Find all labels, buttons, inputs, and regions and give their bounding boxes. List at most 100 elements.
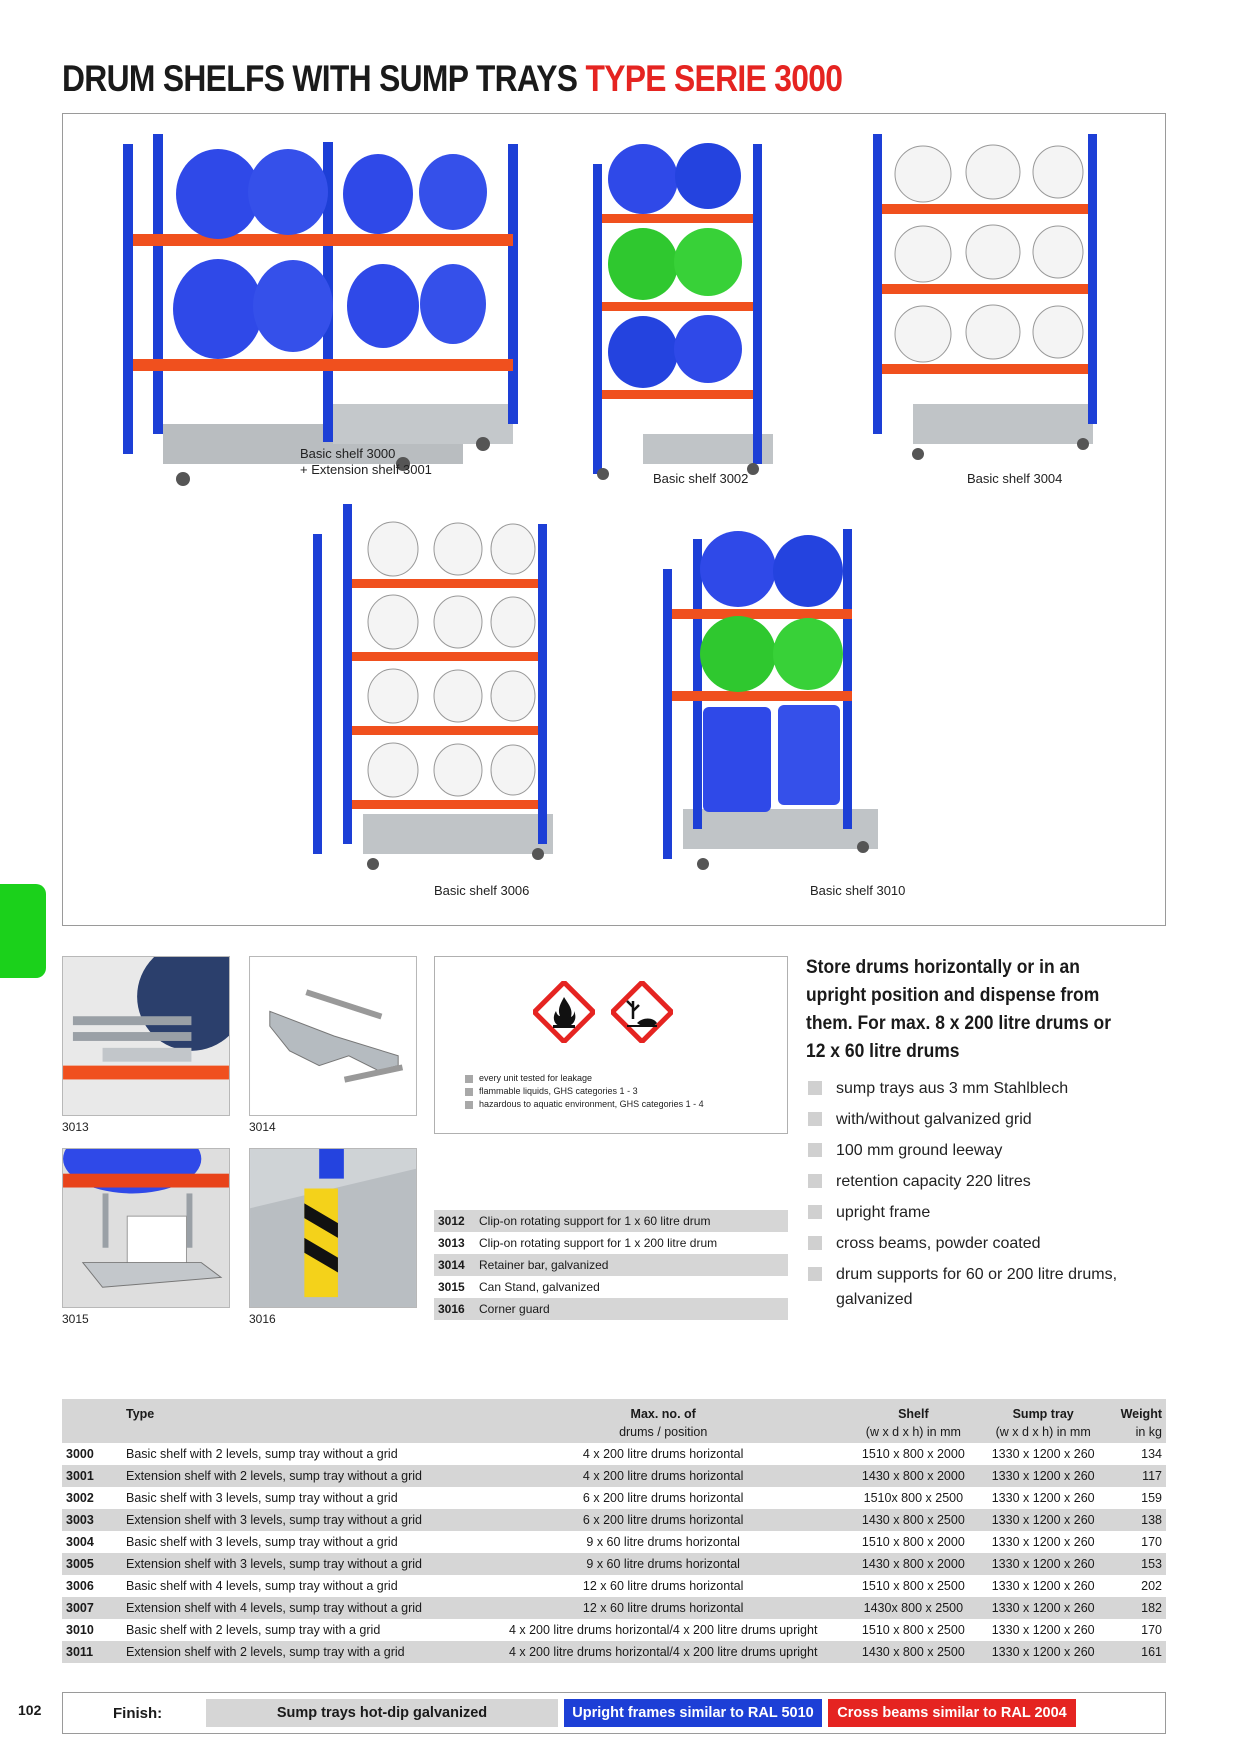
finish-label: Finish: bbox=[113, 1705, 163, 1722]
spec-type: Extension shelf with 4 levels, sump tray… bbox=[126, 1601, 422, 1615]
hazard-info-box: every unit tested for leakage flammable … bbox=[434, 956, 788, 1134]
spec-shelf: 1430 x 800 x 2000 bbox=[861, 1469, 965, 1483]
caption-shelf-3000-line1: Basic shelf 3000 bbox=[300, 446, 396, 461]
feature-item: retention capacity 220 litres bbox=[808, 1169, 1148, 1194]
spec-type: Extension shelf with 3 levels, sump tray… bbox=[126, 1557, 422, 1571]
hazard-notes-list: every unit tested for leakage flammable … bbox=[465, 1072, 704, 1111]
spec-code: 3002 bbox=[66, 1491, 94, 1505]
spec-code: 3007 bbox=[66, 1601, 94, 1615]
feature-item: upright frame bbox=[808, 1200, 1148, 1225]
spec-max: 9 x 60 litre drums horizontal bbox=[586, 1557, 740, 1571]
accessory-label-3016: 3016 bbox=[249, 1312, 276, 1326]
finish-beams: Cross beams similar to RAL 2004 bbox=[828, 1699, 1076, 1727]
header-weight: Weight bbox=[1120, 1407, 1162, 1421]
accessory-label-3014: 3014 bbox=[249, 1120, 276, 1134]
spec-max: 6 x 200 litre drums horizontal bbox=[582, 1513, 744, 1527]
subheader-sump: (w x d x h) in mm bbox=[995, 1425, 1091, 1439]
spec-type: Basic shelf with 4 levels, sump tray wit… bbox=[126, 1579, 398, 1593]
spec-shelf: 1430 x 800 x 2000 bbox=[861, 1557, 965, 1571]
spec-code: 3004 bbox=[66, 1535, 94, 1549]
spec-weight: 182 bbox=[1141, 1601, 1162, 1615]
shelf-3010-image bbox=[663, 529, 893, 879]
spec-max: 6 x 200 litre drums horizontal bbox=[582, 1491, 744, 1505]
spec-row: 3007 Extension shelf with 4 levels, sump … bbox=[62, 1597, 1166, 1619]
caption-shelf-3006: Basic shelf 3006 bbox=[434, 883, 530, 898]
subheader-weight: in kg bbox=[1135, 1425, 1162, 1439]
spec-sump: 1330 x 1200 x 260 bbox=[991, 1513, 1095, 1527]
caption-shelf-3010: Basic shelf 3010 bbox=[810, 883, 906, 898]
accessory-label-3013: 3013 bbox=[62, 1120, 89, 1134]
finish-frames: Upright frames similar to RAL 5010 bbox=[564, 1699, 822, 1727]
spec-type: Basic shelf with 3 levels, sump tray wit… bbox=[126, 1491, 398, 1505]
spec-max: 12 x 60 litre drums horizontal bbox=[582, 1601, 744, 1615]
accessory-code: 3013 bbox=[438, 1236, 465, 1250]
feature-item: drum supports for 60 or 200 litre drums,… bbox=[808, 1262, 1148, 1312]
spec-max: 4 x 200 litre drums horizontal bbox=[582, 1447, 744, 1461]
accessory-desc: Can Stand, galvanized bbox=[479, 1280, 600, 1294]
spec-type: Extension shelf with 2 levels, sump tray… bbox=[126, 1469, 422, 1483]
accessory-photo-3015 bbox=[62, 1148, 230, 1308]
accessory-photo-3013 bbox=[62, 956, 230, 1116]
spec-weight: 159 bbox=[1141, 1491, 1162, 1505]
spec-weight: 153 bbox=[1141, 1557, 1162, 1571]
caption-shelf-3002: Basic shelf 3002 bbox=[653, 471, 749, 486]
spec-sump: 1330 x 1200 x 260 bbox=[991, 1645, 1095, 1659]
spec-subheader-row: drums / position (w x d x h) in mm (w x … bbox=[62, 1421, 1166, 1443]
title-main: DRUM SHELFS WITH SUMP TRAYS bbox=[62, 58, 578, 99]
shelf-3004-image bbox=[873, 134, 1103, 474]
spec-type: Extension shelf with 2 levels, sump tray… bbox=[126, 1645, 405, 1659]
spec-sump: 1330 x 1200 x 260 bbox=[991, 1601, 1095, 1615]
page-title: DRUM SHELFS WITH SUMP TRAYS TYPE SERIE 3… bbox=[62, 58, 843, 100]
spec-type: Basic shelf with 3 levels, sump tray wit… bbox=[126, 1535, 398, 1549]
feature-item: sump trays aus 3 mm Stahlblech bbox=[808, 1076, 1148, 1101]
spec-shelf: 1430 x 800 x 2500 bbox=[861, 1513, 965, 1527]
caption-shelf-3000: Basic shelf 3000 + Extension shelf 3001 bbox=[300, 446, 432, 478]
shelf-3006-image bbox=[313, 504, 563, 884]
spec-shelf: 1510 x 800 x 2000 bbox=[861, 1535, 965, 1549]
header-sump: Sump tray bbox=[1012, 1407, 1074, 1421]
spec-shelf: 1510 x 800 x 2500 bbox=[861, 1623, 965, 1637]
spec-shelf: 1430x 800 x 2500 bbox=[863, 1601, 964, 1615]
spec-code: 3003 bbox=[66, 1513, 94, 1527]
spec-max: 12 x 60 litre drums horizontal bbox=[582, 1579, 744, 1593]
subheader-shelf: (w x d x h) in mm bbox=[865, 1425, 961, 1439]
caption-shelf-3000-line2: + Extension shelf 3001 bbox=[300, 462, 432, 477]
header-type: Type bbox=[126, 1407, 155, 1421]
spec-row: 3003 Extension shelf with 3 levels, sump … bbox=[62, 1509, 1166, 1531]
accessory-desc: Clip-on rotating support for 1 x 60 litr… bbox=[479, 1214, 711, 1228]
spec-code: 3005 bbox=[66, 1557, 94, 1571]
accessory-desc: Corner guard bbox=[479, 1302, 550, 1316]
spec-table: Type Max. no. of Shelf Sump tray Weight … bbox=[62, 1399, 1166, 1663]
feature-headline: Store drums horizontally or in an uprigh… bbox=[806, 957, 1112, 1062]
spec-weight: 170 bbox=[1141, 1535, 1162, 1549]
spec-type: Extension shelf with 3 levels, sump tray… bbox=[126, 1513, 422, 1527]
spec-sump: 1330 x 1200 x 260 bbox=[991, 1623, 1095, 1637]
spec-row: 3002 Basic shelf with 3 levels, sump tray… bbox=[62, 1487, 1166, 1509]
accessory-code: 3016 bbox=[438, 1302, 465, 1316]
spec-type: Basic shelf with 2 levels, sump tray wit… bbox=[126, 1447, 398, 1461]
accessory-desc: Retainer bar, galvanized bbox=[479, 1258, 609, 1272]
spec-weight: 170 bbox=[1141, 1623, 1162, 1637]
shelf-3000-3001-image bbox=[123, 134, 573, 494]
spec-weight: 202 bbox=[1141, 1579, 1162, 1593]
flammable-pictogram-icon bbox=[533, 981, 595, 1043]
finish-bar: Finish: Sump trays hot-dip galvanized Up… bbox=[62, 1692, 1166, 1734]
spec-max: 4 x 200 litre drums horizontal/4 x 200 l… bbox=[508, 1645, 818, 1659]
title-accent: TYPE SERIE 3000 bbox=[585, 58, 843, 99]
feature-item: with/without galvanized grid bbox=[808, 1107, 1148, 1132]
section-tab bbox=[0, 884, 46, 978]
spec-weight: 117 bbox=[1142, 1469, 1162, 1483]
spec-type: Basic shelf with 2 levels, sump tray wit… bbox=[126, 1623, 381, 1637]
environment-pictogram-icon bbox=[611, 981, 673, 1043]
spec-code: 3000 bbox=[66, 1447, 94, 1461]
spec-shelf: 1510 x 800 x 2500 bbox=[861, 1579, 965, 1593]
accessory-code: 3014 bbox=[438, 1258, 465, 1272]
spec-sump: 1330 x 1200 x 260 bbox=[991, 1491, 1095, 1505]
